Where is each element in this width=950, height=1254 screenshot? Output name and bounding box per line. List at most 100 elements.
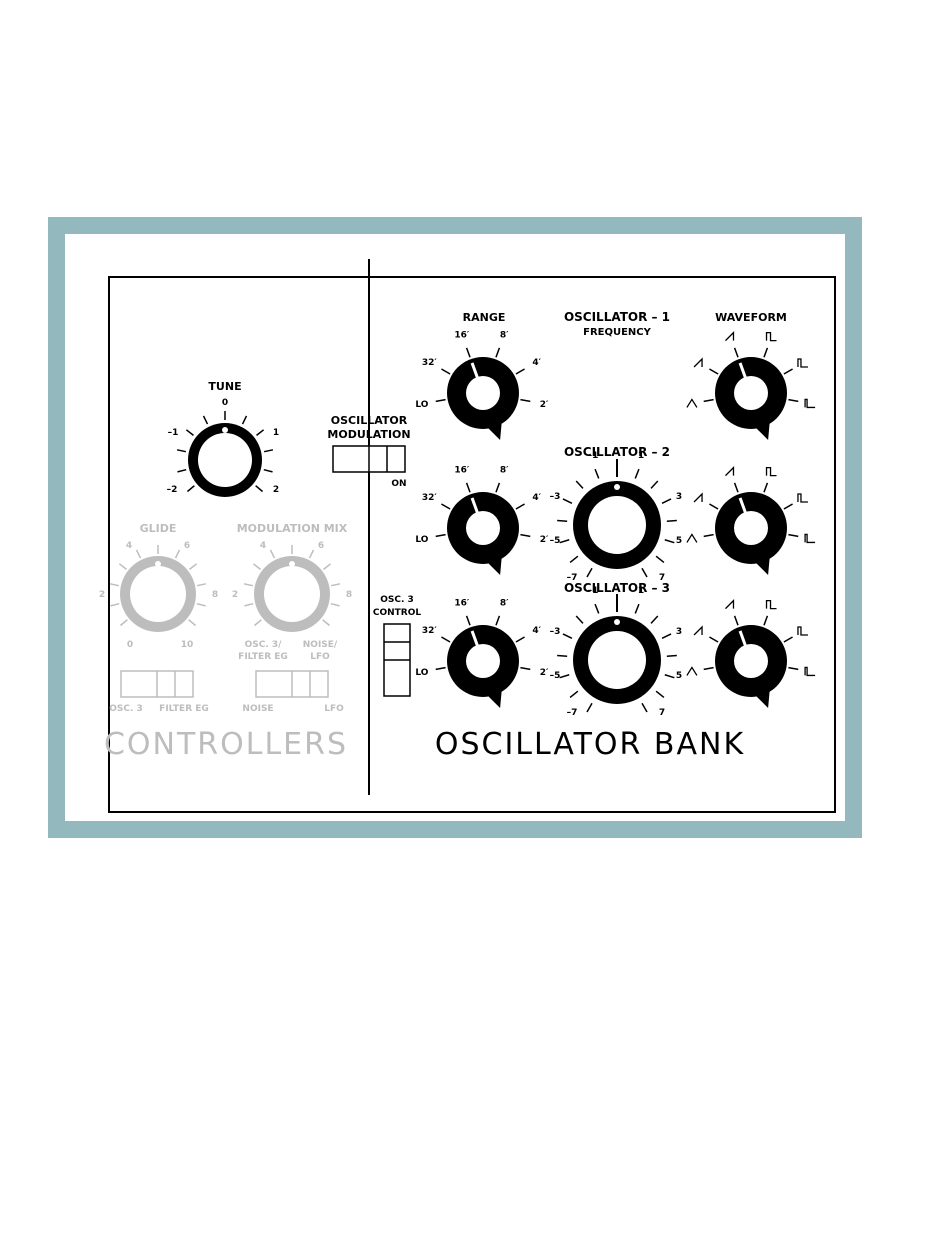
scale-tick (176, 449, 187, 453)
saw-triangle-wave-icon (693, 625, 703, 636)
frequency-scale-label: –1 (588, 586, 599, 596)
scale-tick (575, 615, 584, 624)
frequency-scale-label: –3 (550, 492, 561, 502)
scale-tick (119, 619, 128, 627)
scale-tick (515, 503, 525, 510)
range-scale-label: 8′ (500, 331, 509, 341)
scale-tick (655, 690, 665, 698)
scale-tick (465, 615, 471, 626)
knob-pointer (470, 630, 481, 651)
range-scale-label: LO (415, 668, 428, 678)
narrow-pulse-wave-icon (804, 533, 816, 544)
range-knob-osc1[interactable] (447, 357, 519, 440)
frequency-scale-label: –7 (567, 708, 578, 718)
osc3-filter-switch[interactable] (120, 670, 194, 698)
scale-tick (186, 485, 195, 493)
waveform-knob-osc3[interactable] (715, 625, 787, 708)
glide-scale-0: 0 (127, 640, 133, 650)
sawtooth-wave-icon (725, 599, 735, 610)
scale-tick (562, 498, 573, 504)
osc-mod-on-label: ON (391, 479, 406, 489)
triangle-wave-icon (686, 666, 698, 676)
range-scale-label: 16′ (454, 599, 470, 609)
noise-lfo-switch[interactable] (255, 670, 329, 698)
waveform-label: WAVEFORM (715, 311, 787, 324)
knob-pointer (738, 630, 749, 651)
scale-tick (559, 539, 570, 544)
scale-tick (783, 503, 793, 510)
modmix-scale-6: 6 (318, 541, 324, 551)
scale-tick (495, 615, 501, 626)
tune-label: TUNE (208, 380, 241, 393)
range-scale-label: 8′ (500, 466, 509, 476)
modmix-right-line2: LFO (310, 652, 330, 662)
frequency-scale-label: 7 (659, 708, 665, 718)
scale-tick (733, 347, 739, 358)
scale-tick (109, 583, 120, 587)
scale-tick (243, 583, 254, 587)
square-wave-icon (765, 599, 777, 610)
tune-knob[interactable] (176, 411, 274, 497)
wide-pulse-wave-icon (797, 493, 808, 503)
range-knob-osc2[interactable] (447, 492, 519, 575)
scale-tick (520, 398, 531, 403)
glide-knob[interactable] (109, 545, 207, 632)
frequency-scale-label: 1 (638, 451, 644, 461)
frequency-scale-label: 5 (676, 536, 682, 546)
scale-tick (664, 539, 675, 544)
waveform-knob-osc1[interactable] (715, 357, 787, 440)
osc-modulation-switch[interactable] (332, 445, 406, 473)
osc3-control-switch[interactable] (383, 623, 411, 697)
frequency-scale-label: 3 (676, 627, 682, 637)
scale-tick (495, 482, 501, 493)
scale-tick (110, 602, 120, 607)
tune-scale-p1: 1 (273, 428, 279, 438)
scale-tick (586, 702, 593, 713)
scale-tick (666, 654, 677, 658)
frequency-knob-osc2[interactable] (573, 481, 661, 569)
range-knob-osc3[interactable] (447, 625, 519, 708)
frequency-scale-label: 5 (676, 671, 682, 681)
modulation-mix-knob[interactable] (243, 545, 341, 632)
scale-tick (763, 347, 769, 358)
scale-tick (594, 603, 600, 614)
scale-tick (641, 702, 648, 713)
range-label: RANGE (463, 311, 506, 324)
scale-tick (189, 563, 198, 570)
narrow-pulse-wave-icon (804, 398, 816, 409)
scale-tick (703, 533, 714, 538)
scale-tick (202, 415, 209, 425)
waveform-knob-osc2[interactable] (715, 492, 787, 575)
scale-tick (788, 666, 799, 671)
scale-tick (666, 519, 677, 523)
narrow-pulse-wave-icon (804, 666, 816, 677)
osc3-control-line1: OSC. 3 (380, 595, 414, 605)
scale-tick (557, 519, 568, 523)
scale-tick (177, 468, 187, 473)
scale-tick (664, 674, 675, 679)
frequency-scale-label: 3 (676, 492, 682, 502)
scale-tick (323, 563, 332, 570)
osc1-title: OSCILLATOR – 1 (564, 310, 670, 324)
range-scale-label: 4′ (532, 493, 541, 503)
scale-tick (655, 555, 665, 563)
osc-mod-line2: MODULATION (327, 428, 410, 441)
range-scale-label: LO (415, 400, 428, 410)
modmix-scale-4: 4 (260, 541, 266, 551)
scale-tick (733, 482, 739, 493)
filter-eg-switch-right-label: FILTER EG (159, 704, 209, 714)
range-scale-label: LO (415, 535, 428, 545)
range-scale-label: 2′ (540, 535, 549, 545)
osc3-title: OSCILLATOR – 3 (564, 581, 670, 595)
frequency-knob-osc3[interactable] (573, 616, 661, 704)
triangle-wave-icon (686, 533, 698, 543)
oscillator-bank-title: OSCILLATOR BANK (435, 727, 745, 762)
range-scale-label: 32′ (422, 358, 438, 368)
scale-tick (586, 567, 593, 578)
scale-tick (435, 533, 446, 538)
range-scale-label: 2′ (540, 668, 549, 678)
scale-tick (703, 398, 714, 403)
